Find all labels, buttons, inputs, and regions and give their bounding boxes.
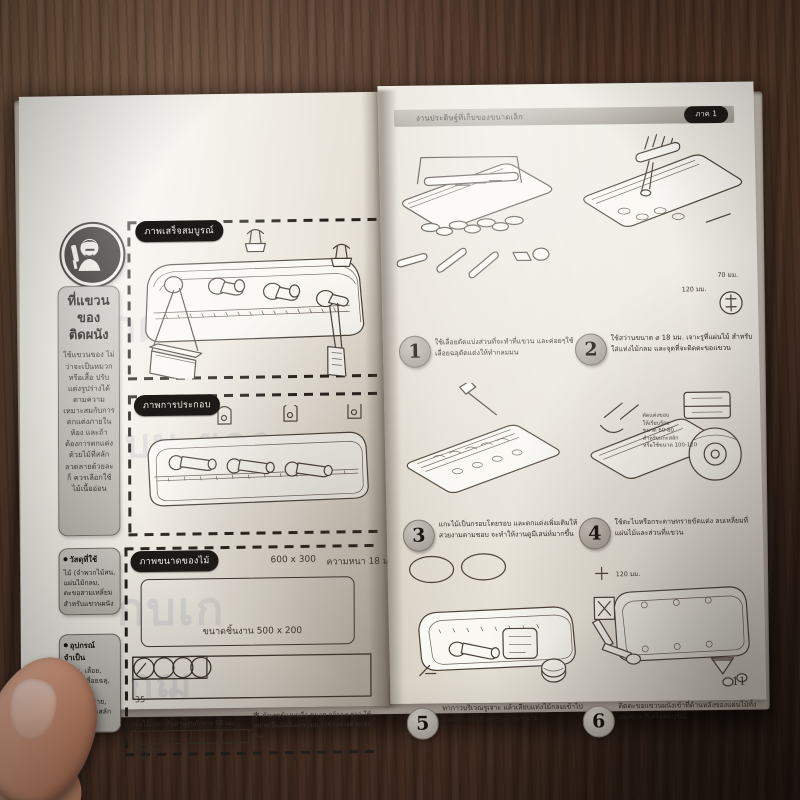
hanger-arm-right: [315, 289, 349, 377]
wall-hook-icon: [330, 243, 353, 268]
bullet-icon: [63, 643, 68, 648]
callout-70mm: 70 มม.: [717, 270, 739, 280]
step-4-number: 4: [578, 517, 612, 550]
step-2-text: ใช้สว่านขนาด ⌀ 18 มม. เจาะรูที่แผ่นไม้ ส…: [610, 332, 753, 354]
callout-120mm-step6: 120 มม.: [615, 569, 641, 579]
materials-card: วัสดุที่ใช้ ไม้ (จำพวกไม้สน, แผ่นไม้กลม,…: [58, 547, 121, 616]
step-4-text: ใช้ตะไบหรือกระดาษทรายขัดแต่ง ลบเหลี่ยมที…: [614, 516, 749, 537]
finished-project-sketch: [145, 228, 365, 380]
step-1-number: 1: [398, 335, 432, 368]
project-title-line1: ที่แขวน: [67, 293, 110, 310]
panel-finished: ภาพเสร็จสมบูรณ์: [19, 92, 387, 381]
board-size-label: 600 x 300: [270, 554, 316, 566]
chapter-title: งานประดิษฐ์ที่เก็บของขนาดเล็ก: [415, 112, 523, 123]
chapter-header-bar: งานประดิษฐ์ที่เก็บของขนาดเล็ก ภาค 1: [393, 105, 735, 127]
craftsman-mascot-icon: [61, 223, 124, 287]
panel-tag-assembly: ภาพการประกอบ: [133, 394, 220, 417]
materials-heading: วัสดุที่ใช้: [63, 554, 115, 567]
step-3-number: 3: [402, 519, 436, 552]
panel-tag-dimensions: ภาพขนาดของไม้: [130, 550, 219, 573]
wall-hook-icon: [283, 403, 298, 422]
dowel-icon: [226, 458, 275, 475]
step-5-number: 5: [406, 707, 440, 740]
step-6-text: ติดตะขอแขวนผนังเข้าที่ด้านหลังของแผ่นไม้…: [618, 700, 757, 721]
dowel-icon: [284, 461, 333, 478]
page-number: 11: [731, 674, 747, 688]
project-title-line2: ของ: [77, 310, 101, 327]
step1-cut-pieces: [396, 247, 550, 279]
step4-illustration: [590, 391, 742, 481]
bullet-icon: [63, 557, 68, 562]
step6-illustration: [592, 566, 750, 687]
panel-tag-finished: ภาพเสร็จสมบูรณ์: [135, 220, 223, 243]
step5-illustration: [418, 606, 576, 683]
assembly-sketch: [147, 403, 369, 507]
project-description: ใช้แขวนของ ไม่ว่าจะเป็นหมวก หรือเสื้อ ปร…: [62, 349, 115, 493]
step-5-text: ทากาวบริเวณรูเจาะ แล้วเสียบแท่งไม้กลมเข้…: [442, 702, 583, 724]
peg-icon: [207, 277, 246, 296]
tools-heading: อุปกรณ์จำเป็น: [63, 640, 95, 663]
thumbnail: [5, 676, 60, 745]
dowel-length-diagram: [130, 729, 250, 754]
wall-bracket-icon: [592, 596, 642, 665]
step2-illustration: [583, 134, 743, 227]
step-1-text: ใช้เลื่อยตัดแบ่งส่วนที่จะทำที่แขวน และค่…: [434, 336, 574, 358]
materials-body: ไม้ (จำพวกไม้สน, แผ่นไม้กลม, ตะขอสามเหลี…: [63, 568, 116, 608]
workpiece-size-label: ขนาดชิ้นงาน 500 x 200: [202, 625, 303, 638]
chapter-chip: ภาค 1: [684, 105, 729, 124]
triangle-hanger-icon: [710, 657, 735, 675]
dowel-icon: [168, 455, 217, 471]
left-page: กผเก กบน ยกก กบเก กฌ: [18, 91, 395, 762]
project-title-card: ที่แขวน ของ ติดผนัง ใช้แขวนของ ไม่ว่าจะเ…: [57, 285, 121, 537]
open-book: กผเก กบน ยกก กบเก กฌ: [4, 79, 778, 762]
wall-hook-icon: [217, 405, 232, 425]
panel-assembly: ภาพการประกอบ: [19, 92, 387, 537]
peg-icon: [262, 282, 301, 301]
panel-dimensions: ภาพขนาดของไม้ 600 x 300 ความหนา 18 มม ขน…: [19, 92, 395, 762]
step-2-number: 2: [574, 333, 608, 366]
callout-120mm: 120 มม.: [681, 285, 707, 294]
glue-bottle-icon: [541, 658, 567, 683]
step-6-number: 6: [582, 705, 616, 738]
step5-dowel-pieces: [408, 553, 507, 584]
step3-illustration: [406, 381, 560, 494]
units-note: ✻ ตัวเลขข้างบนคือ ขนาด กว้าง x ยาว ใช้หน…: [253, 709, 372, 740]
right-page: งานประดิษฐ์ที่เก็บของขนาดเล็ก ภาค 1: [377, 81, 767, 740]
dowel-stock-sketch: [132, 653, 372, 700]
screw-detail-icon: [719, 291, 743, 315]
dowel-length-label: 60: [139, 753, 150, 763]
step-3-text: แกะไม้เป็นกรอบโดยรอบ และตกแต่งเพิ่มเติมใ…: [438, 518, 578, 540]
wall-hook-icon: [347, 403, 362, 419]
wall-hook-icon: [244, 228, 267, 253]
step1-illustration: [402, 155, 553, 236]
hanger-arm-left: [149, 276, 203, 358]
project-title-line3: ติดผนัง: [68, 327, 109, 344]
small-dimension-label: 35: [134, 695, 146, 705]
